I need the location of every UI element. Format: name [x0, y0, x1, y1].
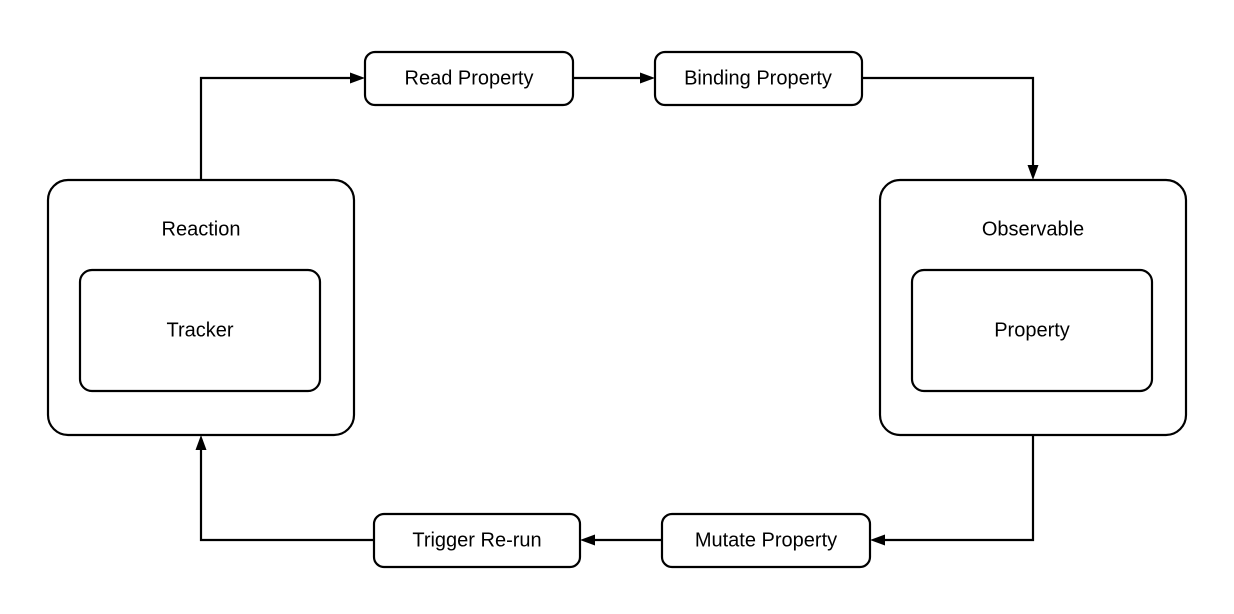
property-shape[interactable] [910, 268, 1154, 393]
arrowhead-into-mutate-property [870, 534, 885, 546]
read-property-shape[interactable] [363, 50, 575, 107]
arrowhead-into-read-property [350, 72, 365, 84]
arrowhead-into-binding-property [640, 72, 655, 84]
arrowhead-into-trigger-re-run [580, 534, 595, 546]
connector-trigger-re-run-to-reaction [199, 449, 374, 542]
observable-label: Observable [982, 218, 1084, 240]
node-binding-property[interactable]: Binding Property [653, 50, 864, 107]
binding-property-shape[interactable] [653, 50, 864, 107]
trigger-re-run-label: Trigger Re-run [412, 529, 541, 551]
mutate-property-label: Mutate Property [695, 529, 837, 551]
node-property[interactable]: Property [910, 268, 1154, 393]
connector-binding-property-to-observable [862, 76, 1035, 166]
trigger-re-run-shape[interactable] [372, 512, 582, 569]
reaction-label: Reaction [162, 218, 241, 240]
binding-property-label: Binding Property [684, 67, 832, 89]
node-mutate-property[interactable]: Mutate Property [660, 512, 872, 569]
mutate-property-shape[interactable] [660, 512, 872, 569]
connector-layer [199, 76, 1035, 542]
node-read-property[interactable]: Read Property [363, 50, 575, 107]
arrowhead-into-reaction [195, 435, 207, 450]
node-tracker[interactable]: Tracker [78, 268, 322, 393]
tracker-label: Tracker [166, 319, 233, 341]
read-property-label: Read Property [405, 67, 534, 89]
arrowhead-layer [195, 72, 1039, 546]
node-trigger-re-run[interactable]: Trigger Re-run [372, 512, 582, 569]
arrowhead-into-observable [1027, 165, 1039, 180]
connector-observable-to-mutate-property [884, 435, 1035, 542]
tracker-shape[interactable] [78, 268, 322, 393]
connector-reaction-to-read-property [199, 76, 351, 180]
property-label: Property [994, 319, 1070, 341]
